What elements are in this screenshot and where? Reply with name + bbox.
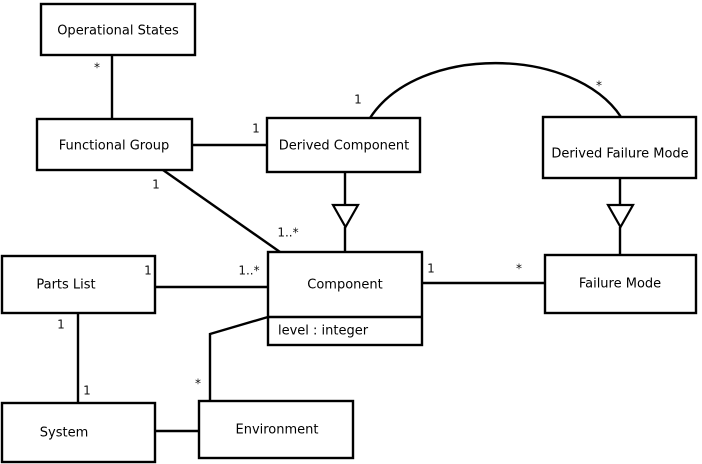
class-name-label: Operational States (57, 24, 179, 39)
multiplicity-label-derived-component-arc: 1 (354, 93, 362, 107)
class-name-label: Derived Failure Mode (551, 147, 688, 162)
multiplicity-label-failure-mode-component: * (516, 262, 522, 276)
generalization-derived-failure-mode-to-failure-mode[interactable] (606, 178, 635, 255)
class-box-rect (0, 254, 157, 315)
multiplicity-label-component-parts-list: 1..* (238, 264, 259, 278)
multiplicity-label-parts-list-system: 1 (57, 318, 65, 332)
multiplicity-label-functional-group-derived-component: 1 (252, 122, 260, 136)
class-box-rect (543, 253, 698, 315)
class-name-label: Derived Component (279, 139, 410, 154)
class-name-label: Component (307, 278, 382, 293)
multiplicity-label-operational-states: * (94, 61, 100, 75)
multiplicity-label-derived-failure-mode-arc: * (596, 79, 602, 93)
class-box-rect (39, 2, 197, 57)
class-box-rect (0, 401, 157, 464)
class-name-label: System (40, 426, 88, 441)
class-box-rect (266, 250, 424, 347)
class-name-label: Failure Mode (579, 277, 661, 292)
class-component[interactable]: Component level : integer (266, 250, 424, 347)
class-name-label: Functional Group (59, 139, 170, 154)
generalization-derived-component-to-component[interactable] (331, 172, 360, 252)
association-component-environment[interactable] (208, 315, 269, 401)
class-derived-component[interactable]: Derived Component (265, 116, 422, 174)
class-box-rect (197, 399, 355, 460)
multiplicity-label-system-parts-list: 1 (83, 384, 91, 398)
class-box-rect (35, 117, 194, 172)
association-functional-group-component[interactable] (162, 169, 281, 253)
class-environment[interactable]: Environment (197, 399, 355, 460)
class-name-label: Environment (235, 423, 318, 438)
class-operational-states[interactable]: Operational States (39, 2, 197, 57)
association-derived-component-derived-failure-mode[interactable] (368, 62, 622, 119)
multiplicity-label-component-failure-mode: 1 (427, 262, 435, 276)
multiplicity-layer: * 1 1 * 1 1..* 1 1..* 1 * 1 1 * (57, 61, 602, 398)
multiplicity-label-component-functional-group: 1..* (277, 226, 298, 240)
class-system[interactable]: System (0, 401, 157, 464)
multiplicity-label-functional-group-component: 1 (152, 178, 160, 192)
class-parts-list[interactable]: Parts List (0, 254, 157, 315)
multiplicity-label-component-environment: * (195, 377, 201, 391)
class-failure-mode[interactable]: Failure Mode (543, 253, 698, 315)
class-derived-failure-mode[interactable]: Derived Failure Mode (541, 115, 698, 180)
association-layer (76, 55, 622, 433)
multiplicity-label-parts-list-component: 1 (144, 264, 152, 278)
class-box-rect (265, 116, 422, 174)
generalization-triangle-icon (606, 203, 635, 230)
class-functional-group[interactable]: Functional Group (35, 117, 194, 172)
class-attribute-label: level : integer (278, 324, 369, 339)
class-box-rect (541, 115, 698, 180)
generalization-layer (331, 172, 635, 255)
class-name-label: Parts List (36, 278, 95, 293)
generalization-triangle-icon (331, 203, 360, 230)
